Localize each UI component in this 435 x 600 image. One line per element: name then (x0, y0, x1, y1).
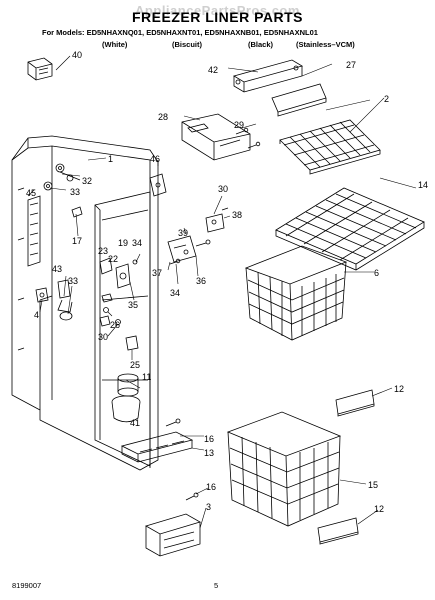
callout-27: 27 (346, 60, 356, 70)
callout-3: 3 (206, 502, 211, 512)
part-16-screw-lower (185, 492, 199, 501)
callout-30: 30 (218, 184, 228, 194)
part-46-cover (149, 173, 167, 197)
callout-25: 25 (130, 360, 140, 370)
callout-42: 42 (208, 65, 218, 75)
part-43-33-light-socket (57, 279, 73, 321)
callout-43: 43 (52, 264, 62, 274)
page-number: 5 (214, 581, 219, 590)
models-list: ED5NHAXNQ01, ED5NHAXNT01, ED5NHAXNB01, E… (86, 28, 318, 37)
part-3-louver-lower (144, 513, 202, 557)
part-30-38-bracket (205, 207, 229, 233)
part-12-lower-trim (317, 517, 359, 545)
callout-4: 4 (34, 310, 39, 320)
part-14-large-shelf (275, 187, 425, 271)
callout-36: 36 (196, 276, 206, 286)
part-4-bracket (35, 287, 49, 303)
part-25-switch (125, 335, 139, 351)
part-12-upper-trim (335, 389, 375, 417)
part-39-damper-control (167, 235, 211, 263)
callout-11: 11 (142, 372, 151, 382)
callout-41: 41 (130, 418, 140, 428)
callout-16-lower: 16 (206, 482, 216, 492)
part-16-screw-upper (165, 418, 181, 427)
callout-13: 13 (204, 448, 214, 458)
callout-12-lower: 12 (374, 504, 384, 514)
variant-biscuit: (Biscuit) (172, 40, 202, 49)
callout-40: 40 (72, 50, 82, 60)
part-19-22-23-controls (99, 257, 138, 327)
callout-33: 33 (70, 187, 80, 197)
part-42-hanger (232, 59, 304, 93)
callout-38: 38 (232, 210, 242, 220)
page-title: FREEZER LINER PARTS (131, 9, 304, 25)
callout-12: 12 (394, 384, 404, 394)
watermark: AppliancePartsPros.com (135, 3, 300, 18)
part-17-clip (71, 206, 83, 218)
models-label: For Models: (42, 28, 85, 37)
leader-lines (27, 55, 417, 529)
part-6-upper-basket (244, 245, 348, 341)
callout-17: 17 (72, 236, 82, 246)
variant-stainless: (Stainless–VCM) (296, 40, 355, 49)
part-2-wire-shelf (279, 119, 381, 175)
part-13-louver (120, 431, 194, 463)
callout-32: 32 (82, 176, 92, 186)
part-27-panel (271, 83, 327, 117)
part-26-30-hardware (103, 307, 121, 325)
callout-6: 6 (374, 268, 379, 278)
callout-33-lower: 33 (68, 276, 78, 286)
callout-14: 14 (418, 180, 428, 190)
document-number: 8199007 (12, 581, 42, 590)
callout-39: 39 (178, 228, 188, 238)
callout-34-lower: 34 (170, 288, 180, 298)
variant-white: (White) (102, 40, 128, 49)
callout-19: 19 (118, 238, 128, 248)
part-29-screws (235, 127, 261, 149)
callout-23: 23 (98, 246, 108, 256)
callout-29: 29 (234, 120, 244, 130)
callout-35: 35 (128, 300, 138, 310)
callout-1: 1 (108, 154, 113, 164)
callout-26: 26 (110, 320, 120, 330)
part-15-lower-basket (226, 411, 342, 527)
callout-46: 46 (150, 154, 160, 164)
callout-22: 22 (108, 254, 118, 264)
page-header: AppliancePartsPros.com FREEZER LINER PAR… (0, 0, 435, 58)
part-40-drawing (27, 57, 53, 81)
part-11-41-lamp-housing (111, 373, 141, 423)
callout-2: 2 (384, 94, 389, 104)
callout-15: 15 (368, 480, 378, 490)
callout-30-lower: 30 (98, 332, 108, 342)
callout-37: 37 (152, 268, 162, 278)
variant-black: (Black) (248, 40, 274, 49)
part-32-33-45-hardware (43, 163, 81, 191)
callout-34: 34 (132, 238, 142, 248)
models-line: For Models: ED5NHAXNQ01, ED5NHAXNT01, ED… (42, 28, 318, 37)
part-34-screw (169, 258, 181, 265)
callout-45: 45 (26, 188, 36, 198)
part-28-housing (181, 113, 251, 161)
part-1-freezer-liner (11, 135, 159, 471)
callout-16: 16 (204, 434, 214, 444)
callout-28: 28 (158, 112, 168, 122)
